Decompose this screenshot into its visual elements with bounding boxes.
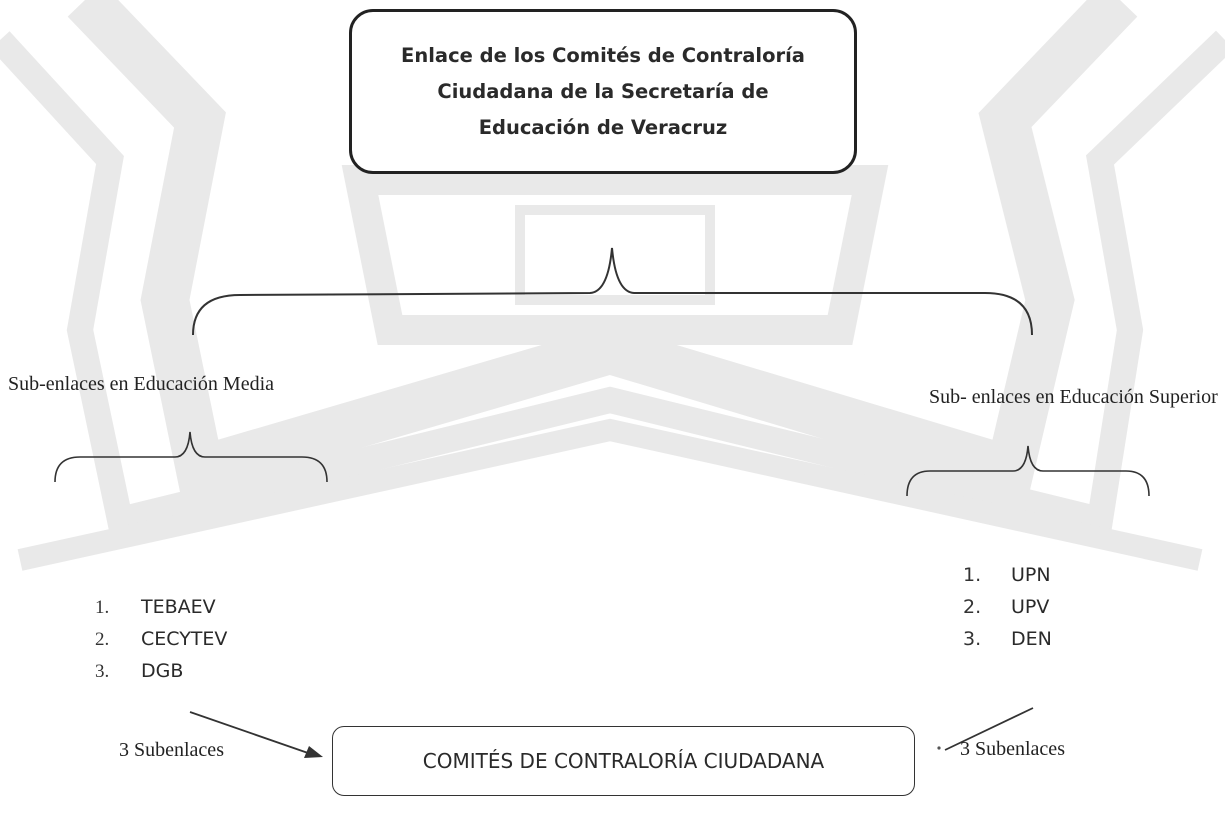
superior-brace: [906, 445, 1150, 497]
media-brace: [54, 431, 328, 483]
list-item: 1. UPN: [963, 564, 1052, 596]
committees-text: COMITÉS DE CONTRALORÍA CIUDADANA: [422, 749, 825, 773]
list-number: 2.: [963, 596, 982, 618]
watermark-seal: [0, 0, 1225, 571]
list-item-text: DGB: [141, 660, 184, 682]
superior-sublinks-list: 1. UPN 2. UPV 3. DEN: [963, 564, 1052, 660]
central-liaison-text: Enlace de los Comités de Contraloría Ciu…: [401, 43, 805, 139]
superior-sublinks-count: 3 Subenlaces: [960, 738, 1065, 760]
superior-line-dot: [937, 746, 941, 750]
superior-line: [944, 707, 1034, 751]
list-number: 1.: [963, 564, 982, 586]
committees-box: COMITÉS DE CONTRALORÍA CIUDADANA: [332, 726, 915, 796]
central-liaison-box: Enlace de los Comités de Contraloría Ciu…: [349, 9, 857, 174]
list-item-text: DEN: [1011, 628, 1052, 650]
media-branch-label: Sub-enlaces en Educación Media: [8, 373, 275, 395]
list-item-text: TEBAEV: [141, 596, 216, 618]
list-item: 1. TEBAEV: [95, 596, 227, 628]
media-sublinks-count: 3 Subenlaces: [119, 739, 224, 761]
media-arrow: [189, 711, 309, 754]
superior-branch-label: Sub- enlaces en Educación Superior: [929, 386, 1218, 408]
media-sublinks-list: 1. TEBAEV 2. CECYTEV 3. DGB: [95, 596, 227, 692]
list-number: 3.: [95, 661, 110, 682]
media-arrowhead: [304, 746, 323, 758]
list-number: 1.: [95, 597, 110, 618]
list-number: 2.: [95, 629, 110, 650]
list-item: 2. CECYTEV: [95, 628, 227, 660]
list-item-text: UPN: [1011, 564, 1051, 586]
list-item: 3. DEN: [963, 628, 1052, 660]
list-item-text: UPV: [1011, 596, 1050, 618]
list-item-text: CECYTEV: [141, 628, 228, 650]
list-number: 3.: [963, 628, 982, 650]
top-brace: [192, 247, 1033, 336]
list-item: 2. UPV: [963, 596, 1052, 628]
list-item: 3. DGB: [95, 660, 227, 692]
